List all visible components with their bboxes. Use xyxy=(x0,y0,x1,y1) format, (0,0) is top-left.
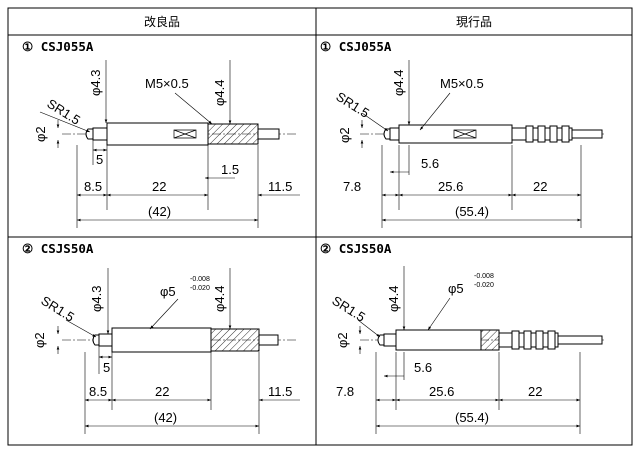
flat-mark xyxy=(453,129,477,139)
phi2-label: φ2 xyxy=(335,332,350,348)
tolerance-lower: -0.020 xyxy=(190,285,210,292)
panel-title: ② CSJS50A xyxy=(22,241,94,256)
dim-42: (42) xyxy=(154,410,177,425)
sr-label: SR1.5 xyxy=(329,293,368,325)
dim-7-8: 7.8 xyxy=(336,384,354,399)
small-shaft xyxy=(92,127,108,141)
phi2-label: φ2 xyxy=(32,332,47,348)
tolerance-upper: -0.008 xyxy=(190,276,210,283)
panel-improved-csjs50a: ② CSJS50A SR1.5 φ2 φ4.3 φ5 -0.008 -0.020… xyxy=(22,241,300,434)
dim-55-4: (55.4) xyxy=(455,204,489,219)
small-shaft xyxy=(98,333,113,347)
dim-1-5: 1.5 xyxy=(221,162,239,177)
header-current: 現行品 xyxy=(456,15,492,29)
thread-section xyxy=(207,123,259,145)
dim-5-6: 5.6 xyxy=(421,156,439,171)
dim-5-6: 5.6 xyxy=(414,360,432,375)
dim-25-6: 25.6 xyxy=(429,384,454,399)
dim-7-8: 7.8 xyxy=(343,179,361,194)
panel-current-csjs50a: ② CSJS50A SR1.5 φ2 φ4.4 φ5 -0.008 -0.020 xyxy=(320,241,604,434)
flat-mark xyxy=(173,129,197,139)
tolerance-lower: -0.020 xyxy=(474,282,494,289)
panel-current-csj055a: ① CSJ055A SR1.5 φ2 φ4.4 M5×0.5 5.6 xyxy=(320,39,604,228)
main-body xyxy=(111,327,212,353)
sr-label: SR1.5 xyxy=(44,96,83,128)
phi44-label: φ4.4 xyxy=(391,69,406,96)
end-pin xyxy=(258,334,279,346)
phi5-label: φ5 xyxy=(160,284,176,299)
small-shaft xyxy=(383,333,397,347)
sr-label: SR1.5 xyxy=(38,293,77,325)
dim-55-4: (55.4) xyxy=(455,410,489,425)
phi2-label: φ2 xyxy=(33,126,48,142)
phi44-label: φ4.4 xyxy=(212,285,227,312)
dim-8-5: 8.5 xyxy=(84,179,102,194)
grooved-end xyxy=(498,330,603,350)
dim-22: 22 xyxy=(152,179,166,194)
panel-title: ② CSJS50A xyxy=(320,241,392,256)
dim-8-5: 8.5 xyxy=(89,384,107,399)
phi44-label: φ4.4 xyxy=(212,79,227,106)
tip-body xyxy=(92,334,100,346)
dim-22: 22 xyxy=(528,384,542,399)
main-body xyxy=(106,122,209,146)
m5-label: M5×0.5 xyxy=(440,76,484,91)
dim-5: 5 xyxy=(103,360,110,375)
phi2-label: φ2 xyxy=(337,127,352,143)
main-body xyxy=(398,124,513,144)
thread-section xyxy=(210,328,260,352)
header-improved: 改良品 xyxy=(144,14,180,29)
knurl-section xyxy=(480,329,500,351)
grooved-end xyxy=(511,125,603,143)
phi43-label: φ4.3 xyxy=(88,69,103,96)
main-body xyxy=(395,329,482,351)
dim-22: 22 xyxy=(533,179,547,194)
tolerance-upper: -0.008 xyxy=(474,273,494,280)
table-grid xyxy=(7,7,633,446)
dim-11-5: 11.5 xyxy=(268,384,292,399)
dim-5: 5 xyxy=(96,152,103,167)
panel-title: ① CSJ055A xyxy=(22,39,94,54)
dim-11-5: 11.5 xyxy=(268,179,292,194)
dim-42: (42) xyxy=(148,204,171,219)
panel-title: ① CSJ055A xyxy=(320,39,392,54)
m5-label: M5×0.5 xyxy=(145,76,189,91)
end-pin xyxy=(257,128,280,140)
phi5-label: φ5 xyxy=(448,281,464,296)
phi43-label: φ4.3 xyxy=(89,285,104,312)
panel-improved-csj055a: ① CSJ055A SR1.5 φ2 φ4.3 M5×0.5 φ4.4 xyxy=(22,39,300,228)
phi44-label: φ4.4 xyxy=(386,285,401,312)
dim-22: 22 xyxy=(155,384,169,399)
dim-25-6: 25.6 xyxy=(438,179,463,194)
small-shaft xyxy=(389,127,400,141)
